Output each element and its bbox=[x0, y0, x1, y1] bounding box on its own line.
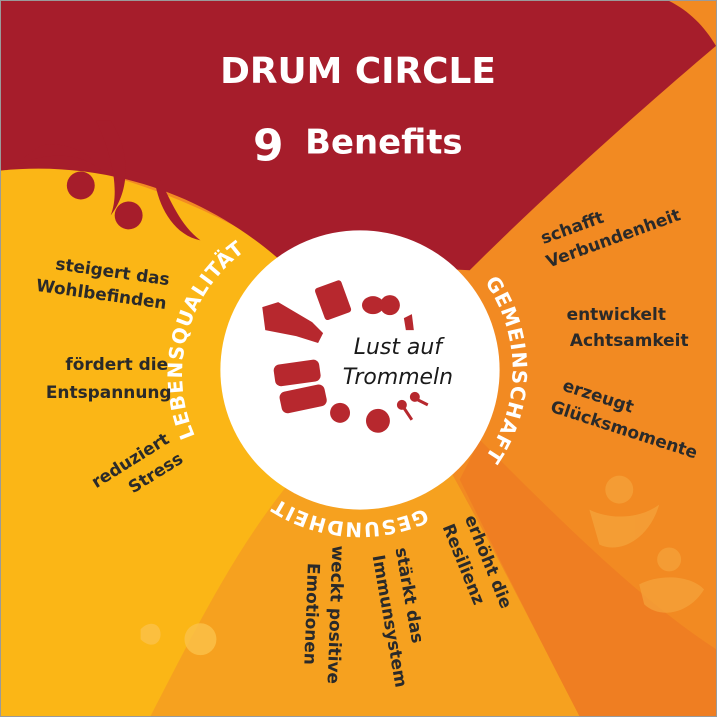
decorative-figures-bottom-left bbox=[140, 623, 217, 656]
benefit-line: entwickelt bbox=[567, 304, 666, 324]
yellow-region bbox=[1, 150, 301, 716]
benefit-weckt-emotionen: weckt positive Emotionen bbox=[300, 545, 349, 684]
drums-logo-icon bbox=[262, 280, 429, 433]
subtitle-text: Benefits bbox=[305, 123, 462, 162]
center-circle bbox=[220, 230, 500, 510]
title: DRUM CIRCLE bbox=[220, 51, 496, 92]
benefit-foerdert-entspannung: fördert die Entspannung bbox=[46, 354, 172, 402]
red-region bbox=[1, 1, 716, 271]
decorative-figures-right bbox=[589, 475, 705, 613]
benefit-line: Emotionen bbox=[300, 563, 324, 666]
benefit-line: weckt positive bbox=[324, 545, 349, 684]
logo-line-1: Lust auf bbox=[354, 335, 445, 360]
dark-orange-region bbox=[459, 439, 716, 716]
benefit-line: Achtsamkeit bbox=[570, 330, 689, 350]
benefit-entwickelt-achtsamkeit: entwickelt Achtsamkeit bbox=[567, 304, 689, 350]
benefit-line: Entspannung bbox=[46, 382, 172, 402]
logo-line-2: Trommeln bbox=[343, 365, 453, 390]
benefit-line: fördert die bbox=[65, 354, 168, 374]
subtitle-number: 9 bbox=[253, 121, 284, 172]
decorative-swirl-left bbox=[5, 120, 201, 241]
light-orange-region bbox=[150, 469, 580, 716]
